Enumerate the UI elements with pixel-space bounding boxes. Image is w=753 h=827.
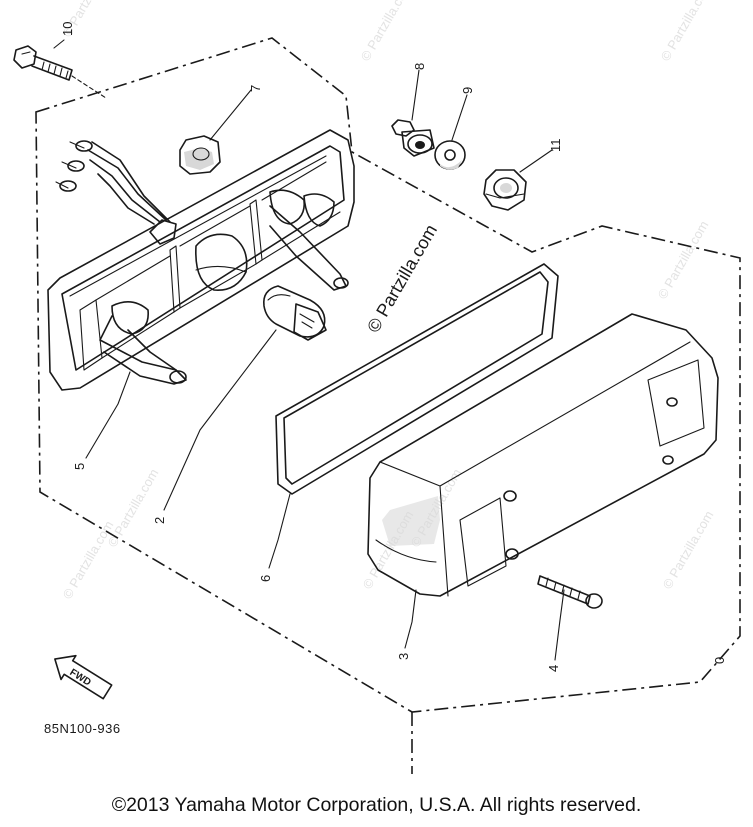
callout-7: 7: [248, 85, 263, 92]
watermark-text: © Partzilla.com: [60, 518, 117, 601]
lens-part-3: [367, 313, 719, 597]
watermark-text: © Partzilla.com: [658, 0, 715, 64]
watermark-layer: © Partzilla.com © Partzilla.com © Partzi…: [60, 0, 717, 602]
nut-part-11: [483, 169, 527, 211]
bulb-part-2: [262, 285, 327, 341]
callout-3: 3: [396, 653, 411, 660]
callout-10: 10: [60, 22, 75, 36]
callout-5: 5: [72, 463, 87, 470]
callout-9: 9: [460, 87, 475, 94]
copyright-notice: ©2013 Yamaha Motor Corporation, U.S.A. A…: [111, 794, 642, 816]
callout-labels: 10 7 8 9 11 5 2 6 3 4 0: [60, 22, 727, 672]
screw-part-4: [537, 575, 603, 609]
bolt-part-10: [13, 45, 107, 99]
watermark-text: © Partzilla.com: [660, 508, 717, 591]
leader-lines: [53, 39, 565, 661]
callout-8: 8: [412, 63, 427, 70]
washer-part-9: [434, 140, 466, 170]
watermark-text: © Partzilla.com: [655, 218, 712, 301]
diagram-code: 85N100-936: [44, 721, 121, 736]
grommet-part-7: [179, 135, 221, 175]
callout-6: 6: [258, 575, 273, 582]
callout-4: 4: [546, 665, 561, 672]
collar-part-8: [391, 119, 435, 157]
watermark-text-center: © Partzilla.com: [363, 221, 441, 336]
watermark-text: © Partzilla.com: [105, 466, 162, 549]
housing-part-5: [47, 129, 355, 391]
fwd-arrow-icon: FWD: [54, 654, 113, 700]
assembly-boundary: [35, 37, 741, 713]
callout-2: 2: [152, 517, 167, 524]
gasket-part-6: [275, 263, 559, 495]
callout-11: 11: [548, 139, 563, 153]
watermark-text: © Partzilla.com: [358, 0, 415, 64]
callout-0: 0: [712, 657, 727, 664]
